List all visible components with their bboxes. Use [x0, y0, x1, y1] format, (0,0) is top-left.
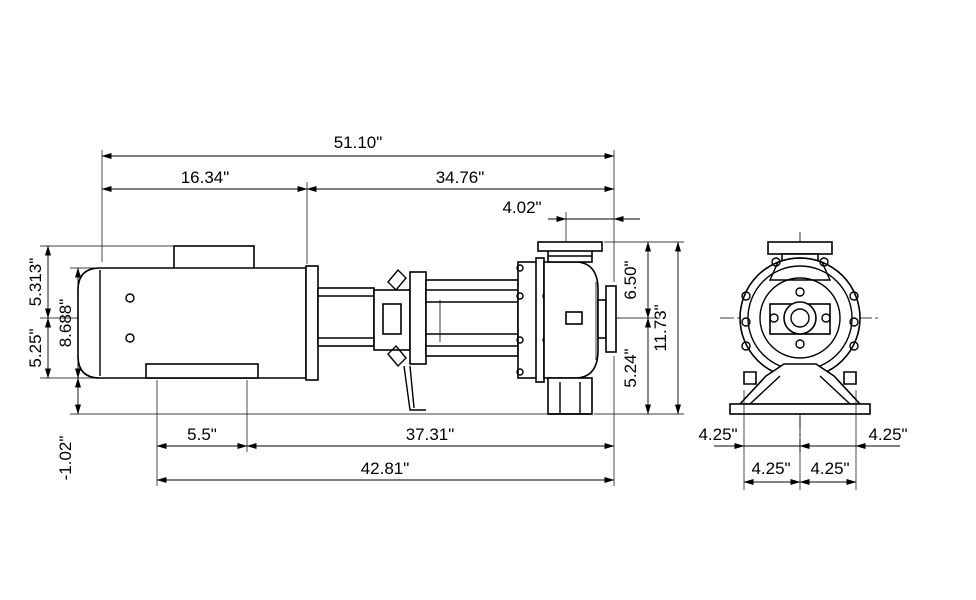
bolt-left-label: 4.25": [751, 459, 790, 478]
suction-nozzle: [597, 299, 607, 339]
foot-drop-label: -1.02": [56, 436, 75, 481]
base-plate: [729, 403, 871, 415]
dimension-labels: 51.10" 16.34" 34.76" 4.02" 5.5" 37.31" 4…: [26, 133, 908, 480]
casing-bolt: [741, 291, 751, 301]
motor-top-height-label: 5.313": [26, 258, 45, 307]
motor-foot: [145, 363, 259, 379]
seal-flange: [409, 271, 427, 365]
overall-length-label: 51.10": [334, 133, 383, 152]
casing-bolt: [849, 317, 859, 327]
overall-height-label: 11.73": [651, 304, 670, 351]
motor-bolt: [125, 293, 135, 303]
coupling-window: [382, 303, 402, 335]
front-view: [720, 232, 880, 452]
motor-flange: [305, 265, 319, 381]
casing-bolt: [741, 341, 751, 351]
suction-bore: [783, 301, 817, 335]
casing-bolt: [849, 341, 859, 351]
pedestal: [738, 363, 862, 405]
support-bracket: [403, 365, 426, 411]
foot-to-suction-label: 37.31": [406, 425, 455, 444]
motor: [77, 245, 319, 381]
front-discharge-flange: [767, 241, 833, 255]
bearing-frame: [317, 268, 519, 411]
discharge-flange: [537, 241, 603, 252]
motor-length-label: 16.34": [181, 168, 230, 187]
discharge-offset-label: 4.02": [502, 198, 541, 217]
casing-foot: [547, 377, 593, 415]
suction-flange: [605, 285, 617, 353]
base-length-label: 42.81": [361, 459, 410, 478]
shaft-height-label: 5.25": [26, 328, 45, 367]
discharge-height-label: 6.50": [621, 260, 640, 299]
motor-body: [77, 267, 307, 379]
motor-bolt: [125, 333, 135, 343]
base-right-label: 4.25": [868, 425, 907, 444]
side-view: [70, 241, 620, 415]
dimension-lines: [40, 150, 900, 490]
bolt-right-label: 4.25": [810, 459, 849, 478]
motor-dia-label: 8.688": [56, 299, 75, 348]
suction-height-label: 5.24": [621, 348, 640, 387]
casing-bolt: [819, 257, 829, 267]
casing-bolt: [741, 317, 751, 327]
casing-bolt: [849, 291, 859, 301]
casing-bolt: [771, 257, 781, 267]
pump-casing: [516, 241, 617, 415]
base-left-label: 4.25": [698, 425, 737, 444]
pump-length-label: 34.76": [436, 168, 485, 187]
frame-body: [425, 279, 519, 357]
foot-spacing-label: 5.5": [187, 425, 217, 444]
